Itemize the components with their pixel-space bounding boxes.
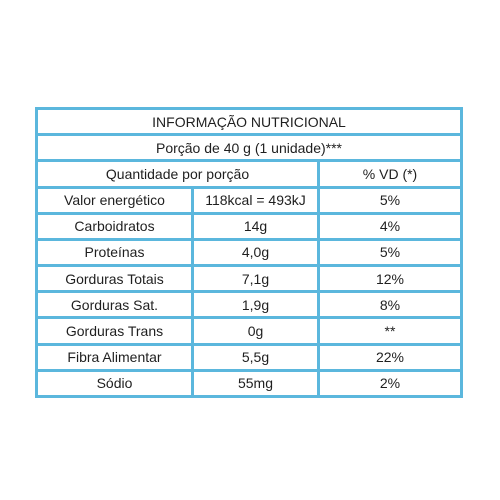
nutrition-facts-table: INFORMAÇÃO NUTRICIONAL Porção de 40 g (1… (35, 106, 463, 399)
table-row: Valor energético 118kcal = 493kJ 5% (35, 185, 463, 215)
table-title: INFORMAÇÃO NUTRICIONAL (35, 106, 463, 137)
nutrient-vd: 5% (317, 185, 463, 215)
nutrient-name: Valor energético (35, 185, 194, 215)
nutrient-vd: 2% (317, 368, 463, 399)
nutrient-vd: ** (317, 316, 463, 346)
nutrient-name: Gorduras Sat. (35, 290, 194, 320)
nutrient-name: Carboidratos (35, 211, 194, 241)
table-row: Gorduras Sat. 1,9g 8% (35, 290, 463, 320)
table-row: Gorduras Trans 0g ** (35, 316, 463, 346)
vd-header: % VD (*) (317, 159, 463, 189)
nutrient-vd: 4% (317, 211, 463, 241)
portion-size: Porção de 40 g (1 unidade)*** (35, 133, 463, 163)
nutrient-name: Gorduras Totais (35, 264, 194, 294)
nutrient-name: Gorduras Trans (35, 316, 194, 346)
nutrient-amount: 14g (191, 211, 320, 241)
nutrient-vd: 5% (317, 237, 463, 268)
nutrient-amount: 55mg (191, 368, 320, 399)
nutrient-amount: 118kcal = 493kJ (191, 185, 320, 215)
nutrient-vd: 12% (317, 264, 463, 294)
table-row: Proteínas 4,0g 5% (35, 237, 463, 268)
table-row: Carboidratos 14g 4% (35, 211, 463, 241)
nutrient-amount: 1,9g (191, 290, 320, 320)
portion-row: Porção de 40 g (1 unidade)*** (35, 133, 463, 163)
nutrient-name: Fibra Alimentar (35, 342, 194, 372)
table-row: Fibra Alimentar 5,5g 22% (35, 342, 463, 372)
table-row: Gorduras Totais 7,1g 12% (35, 264, 463, 294)
nutrient-amount: 7,1g (191, 264, 320, 294)
table-row: Sódio 55mg 2% (35, 368, 463, 399)
title-row: INFORMAÇÃO NUTRICIONAL (35, 106, 463, 137)
nutrient-name: Proteínas (35, 237, 194, 268)
nutrient-vd: 8% (317, 290, 463, 320)
nutrient-amount: 5,5g (191, 342, 320, 372)
nutrient-name: Sódio (35, 368, 194, 399)
nutrient-vd: 22% (317, 342, 463, 372)
header-row: Quantidade por porção % VD (*) (35, 159, 463, 189)
quantity-header: Quantidade por porção (35, 159, 320, 189)
nutrient-amount: 4,0g (191, 237, 320, 268)
nutrient-amount: 0g (191, 316, 320, 346)
